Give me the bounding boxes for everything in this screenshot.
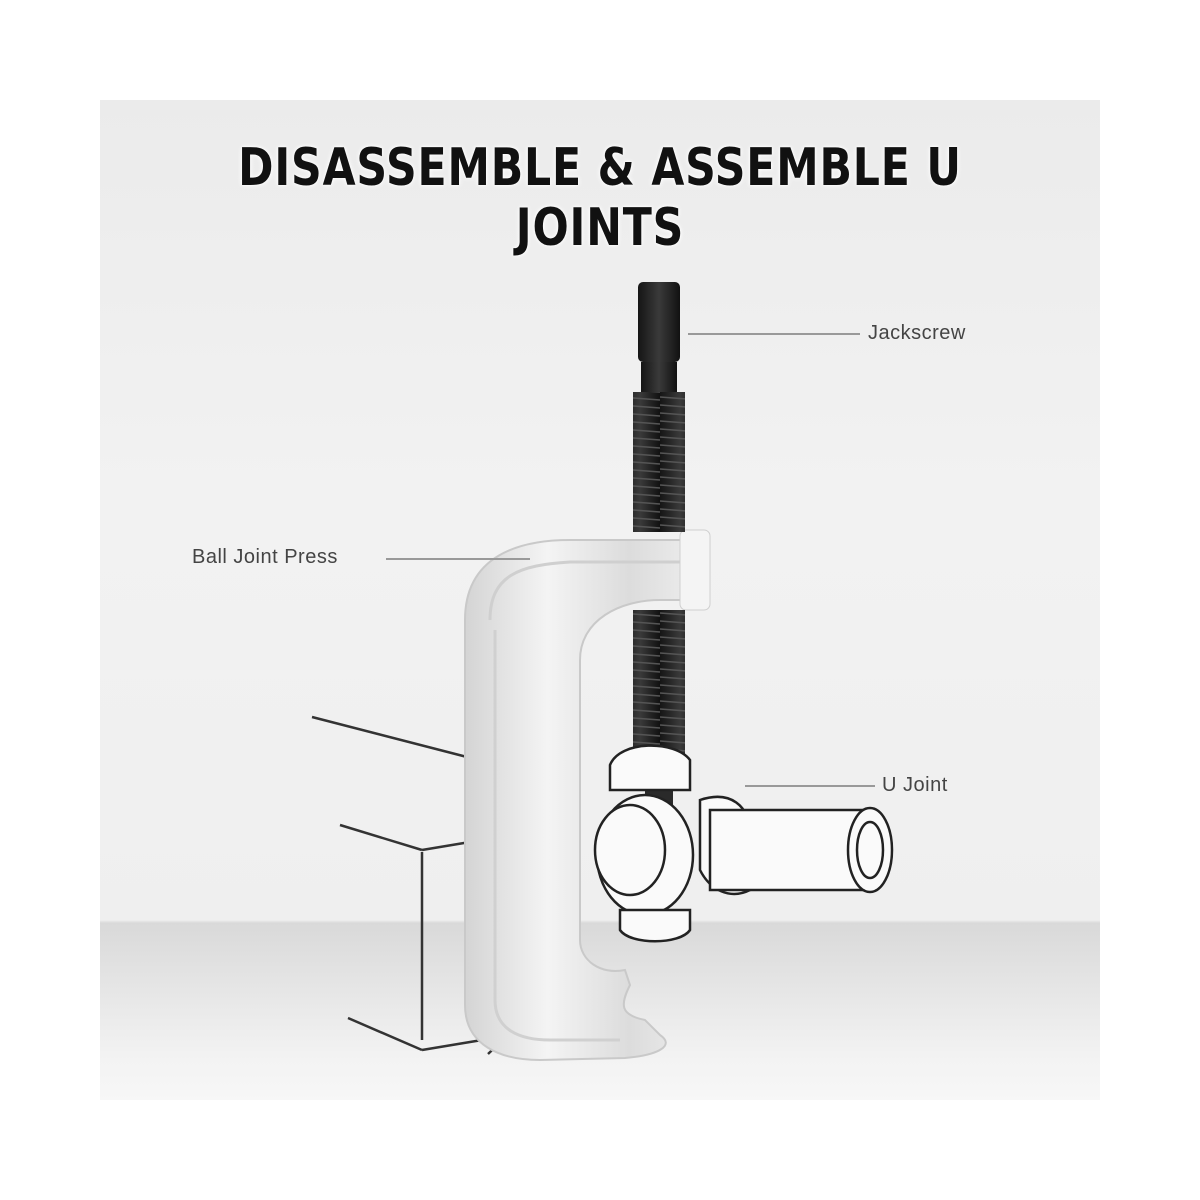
callout-jackscrew: Jackscrew: [868, 322, 966, 344]
callout-u-joint: U Joint: [882, 774, 948, 796]
ball-joint-press-frame: [464, 529, 711, 1062]
leader-lines: [386, 333, 875, 787]
tool-illustration: [311, 282, 894, 1062]
product-image-panel: DISASSEMBLE & ASSEMBLE U JOINTS: [100, 100, 1100, 1100]
page-title: DISASSEMBLE & ASSEMBLE U JOINTS: [238, 138, 962, 258]
callout-ball-joint-press: Ball Joint Press: [192, 546, 338, 568]
u-joint-sketch: [593, 744, 894, 943]
